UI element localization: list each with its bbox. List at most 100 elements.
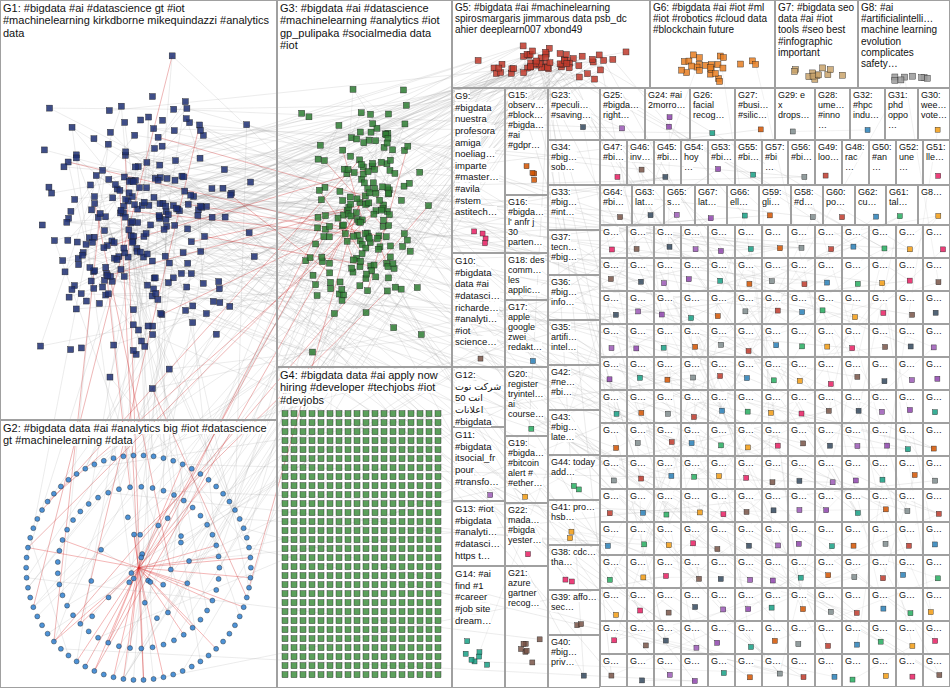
group-label: G… xyxy=(630,458,646,468)
group-label: G… xyxy=(684,524,700,534)
group-box: G… xyxy=(788,390,815,423)
group-box: G… xyxy=(627,522,654,555)
group-box: G… xyxy=(923,423,950,456)
group-label: G… xyxy=(872,656,888,666)
group-box: G55: #bi… xyxy=(735,140,762,185)
group-box: G… xyxy=(654,489,681,522)
group-box: G65: s… xyxy=(664,185,695,225)
group-box: G… xyxy=(842,291,869,324)
group-box: G62: cu… xyxy=(855,185,886,225)
group-box: G63: lat… xyxy=(632,185,664,225)
group-box: G50: #an… xyxy=(869,140,896,185)
group-label: G… xyxy=(765,359,781,369)
group-label: G… xyxy=(630,293,646,303)
group-box: G… xyxy=(762,654,788,687)
group-box: G… xyxy=(708,456,735,489)
group-box: G… xyxy=(869,456,896,489)
group-label: G… xyxy=(926,425,942,435)
group-box: G… xyxy=(627,654,654,687)
group-box: G60: po… xyxy=(823,185,855,225)
group-label: G… xyxy=(684,227,700,237)
group-box: G… xyxy=(842,225,869,258)
group-label: G22: mada… #bigda yester… xyxy=(508,505,542,545)
group-box: G… xyxy=(600,423,627,456)
group-label: G… xyxy=(630,227,646,237)
group-box: G44: today add… xyxy=(548,455,600,500)
group-label: G… xyxy=(738,557,754,567)
group-label: G… xyxy=(657,557,673,567)
group-label: G… xyxy=(872,491,888,501)
group-box: G… xyxy=(600,588,627,621)
group-box: G22: mada… #bigda yester… xyxy=(505,503,548,566)
group-box: G… xyxy=(600,456,627,489)
group-label: G… xyxy=(872,425,888,435)
group-label: G… xyxy=(872,260,888,270)
group-label: G… xyxy=(684,458,700,468)
group-box: G26: facial recog… xyxy=(690,88,735,140)
group-label: G20: register tryintel… ai course… xyxy=(508,369,544,419)
group-label: G… xyxy=(711,392,727,402)
group-label: G… xyxy=(684,293,700,303)
group-label: G… xyxy=(872,227,888,237)
group-label: G18: des comm… les applic… xyxy=(508,255,545,295)
group-label: G… xyxy=(818,326,834,336)
group-box: G28: ume… #inno… xyxy=(815,88,850,140)
group-box: G61: tal… xyxy=(886,185,918,225)
group-box: G25: #bigda… right… xyxy=(600,88,645,140)
group-box: G… xyxy=(735,225,762,258)
group-label: G… xyxy=(711,524,727,534)
group-box: G67: lat… xyxy=(695,185,727,225)
group-box: G4: #bigdata data #ai apply now hiring #… xyxy=(277,367,452,688)
group-box: G… xyxy=(815,555,842,588)
group-box: G41: pro… hsb… xyxy=(548,500,600,545)
group-box: G… xyxy=(869,258,896,291)
group-label: G… xyxy=(657,458,673,468)
group-label: G… xyxy=(791,524,807,534)
group-box: G… xyxy=(923,654,950,687)
group-label: G… xyxy=(926,359,942,369)
group-label: G12: شرکت نوت انت 50 اعلانات #bigdata xyxy=(455,369,501,427)
group-label: G… xyxy=(765,326,781,336)
group-box: G… xyxy=(842,489,869,522)
group-box: G… xyxy=(681,654,708,687)
group-label: G… xyxy=(684,623,700,633)
group-box: G… xyxy=(842,390,869,423)
group-label: G… xyxy=(603,359,619,369)
group-box: G… xyxy=(654,324,681,357)
group-box: G… xyxy=(896,588,923,621)
group-label: G… xyxy=(818,425,834,435)
group-label: G… xyxy=(791,557,807,567)
group-box: G… xyxy=(762,423,788,456)
group-label: G… xyxy=(791,656,807,666)
group-box: G… xyxy=(815,654,842,687)
group-box: G53: #bi… xyxy=(708,140,735,185)
group-box: G6: #bigdata #ai #iot #ml #iot #robotics… xyxy=(650,0,775,88)
group-box: G… xyxy=(788,522,815,555)
group-label: G… xyxy=(765,557,781,567)
group-label: G… xyxy=(603,326,619,336)
group-box: G… xyxy=(869,324,896,357)
group-box: G… xyxy=(681,588,708,621)
group-box: G… xyxy=(735,357,762,390)
group-label: G… xyxy=(738,392,754,402)
group-box: G… xyxy=(842,324,869,357)
group-label: G… xyxy=(926,392,942,402)
group-box: G58: #d… xyxy=(791,185,823,225)
group-box: G… xyxy=(708,522,735,555)
group-label: G17: apple google zwei redakt… xyxy=(508,302,542,352)
group-label: G14: #ai find #1 #career #job site dream… xyxy=(455,568,491,626)
group-box: G… xyxy=(708,654,735,687)
group-label: G2: #bigdata data #ai #analytics big #io… xyxy=(3,422,267,446)
group-label: G15: observ… #block… #bigda… #ai #gdpr… xyxy=(508,90,544,150)
group-box: G… xyxy=(654,258,681,291)
group-box: G46: inv… xyxy=(627,140,654,185)
group-label: G64: #bi… xyxy=(603,187,624,207)
group-label: G… xyxy=(818,524,834,534)
group-box: G… xyxy=(788,225,815,258)
group-label: G… xyxy=(657,656,673,666)
group-label: G… xyxy=(845,392,861,402)
group-box: G… xyxy=(815,291,842,324)
group-label: G59: gli… xyxy=(762,187,782,207)
group-box: G… xyxy=(600,621,627,654)
group-label: G… xyxy=(926,458,942,468)
